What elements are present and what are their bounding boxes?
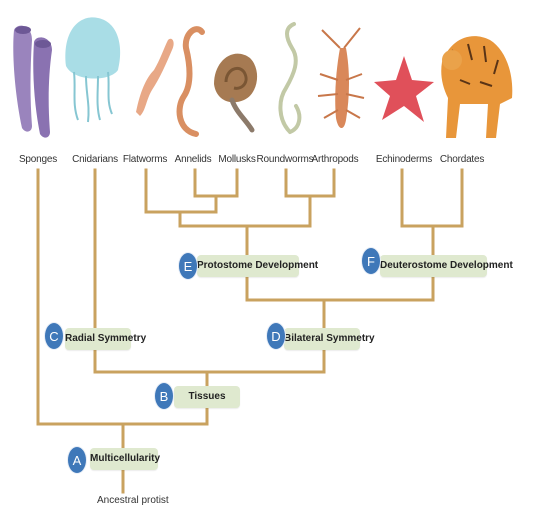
taxon-label-sponges: Sponges bbox=[18, 154, 58, 165]
jellyfish-illustration bbox=[65, 17, 121, 123]
trait-box-bilateral-symmetry: Bilateral Symmetry bbox=[284, 328, 375, 350]
annelid-illustration bbox=[176, 26, 205, 137]
sponge-illustration bbox=[13, 25, 52, 138]
trait-box-deuterostome-development: Deuterostome Development bbox=[380, 255, 513, 277]
trait-box-radial-symmetry: Radial Symmetry bbox=[65, 328, 146, 350]
tiger-illustration bbox=[441, 36, 513, 138]
arthropod-illustration bbox=[317, 27, 365, 129]
taxon-label-roundworms: Roundworms bbox=[256, 154, 314, 165]
roundworm-illustration bbox=[278, 22, 302, 134]
flatworm-illustration bbox=[136, 38, 174, 116]
trait-box-protostome-development: Protostome Development bbox=[197, 255, 318, 277]
badge-f: F bbox=[361, 247, 381, 275]
taxon-label-chordates: Chordates bbox=[439, 154, 485, 165]
trait-box-tissues: Tissues bbox=[174, 386, 240, 408]
taxon-label-echinoderms: Echinoderms bbox=[375, 154, 433, 165]
badge-d: D bbox=[266, 322, 286, 350]
taxon-label-flatworms: Flatworms bbox=[122, 154, 168, 165]
badge-b: B bbox=[154, 382, 174, 410]
taxon-label-annelids: Annelids bbox=[174, 154, 212, 165]
badge-c: C bbox=[44, 322, 64, 350]
trait-box-multicellularity: Multicellularity bbox=[90, 448, 160, 470]
badge-a: A bbox=[67, 446, 87, 474]
badge-e: E bbox=[178, 252, 198, 280]
root-label: Ancestral protist bbox=[97, 495, 169, 506]
starfish-illustration bbox=[374, 56, 434, 122]
taxon-label-cnidarians: Cnidarians bbox=[72, 154, 118, 165]
taxon-label-mollusks: Mollusks bbox=[218, 154, 256, 165]
taxon-label-arthropods: Arthropods bbox=[311, 154, 359, 165]
mollusk-illustration bbox=[214, 53, 258, 133]
